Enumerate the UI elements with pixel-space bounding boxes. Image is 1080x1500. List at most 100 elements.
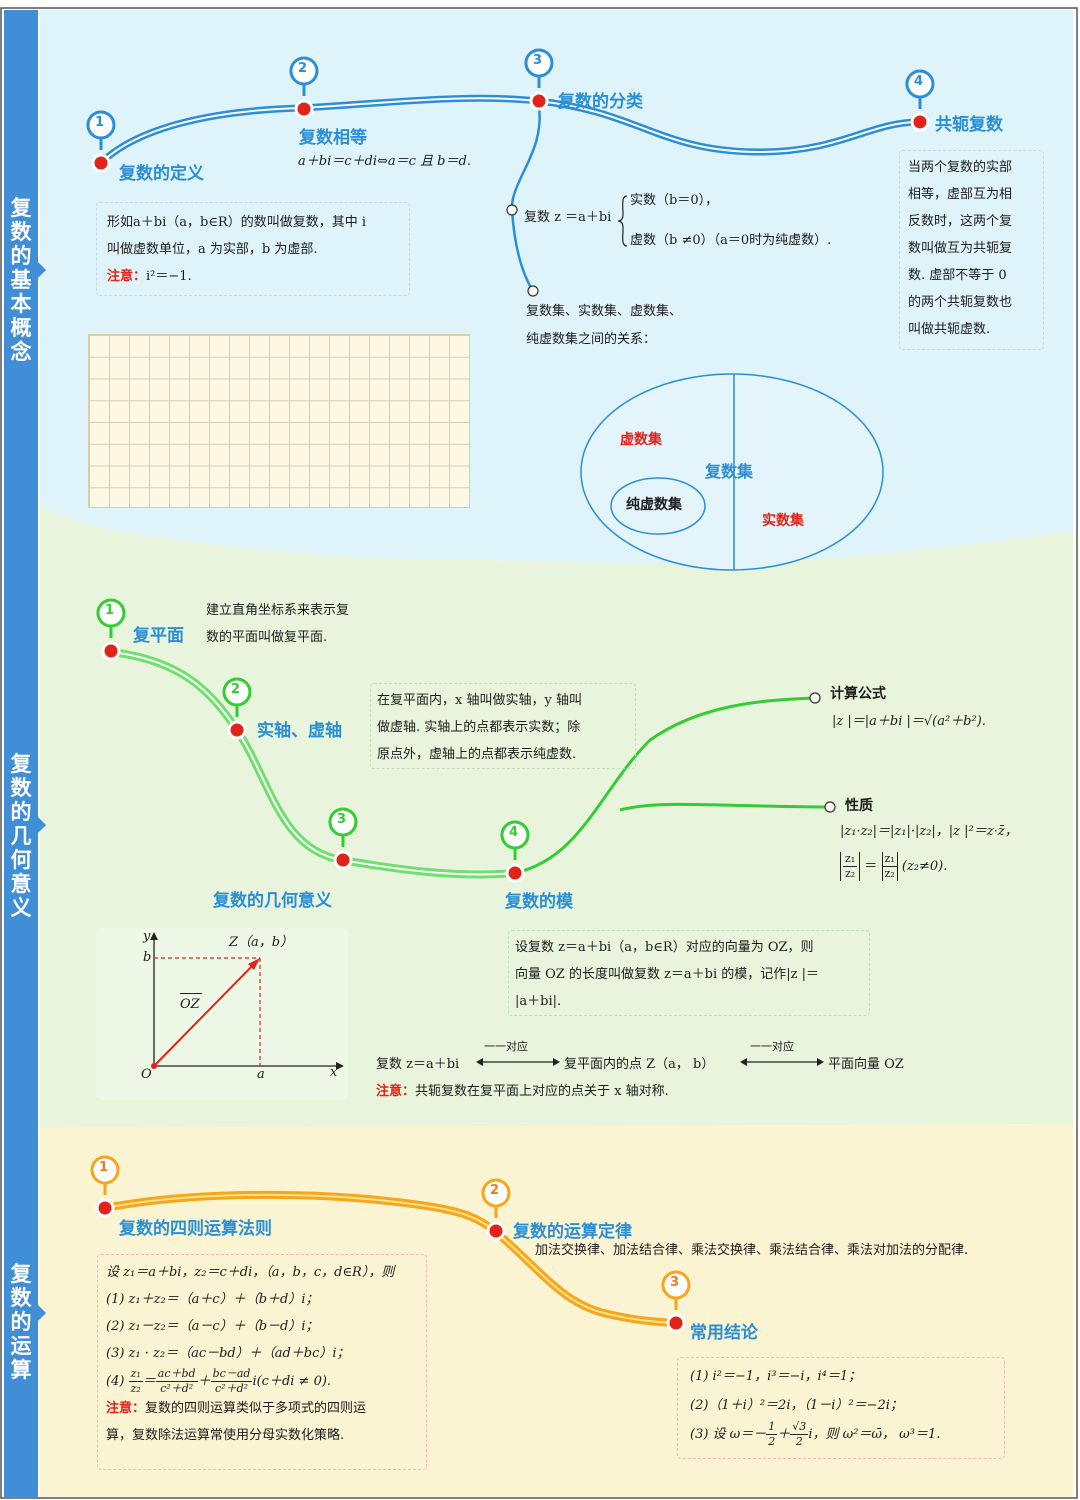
venn-complex-label: 复数集 bbox=[705, 462, 754, 481]
section3-curve bbox=[101, 1190, 680, 1327]
venn-imaginary-label: 虚数集 bbox=[620, 432, 662, 448]
plane-description: 数的平面叫做复平面. bbox=[206, 630, 328, 645]
pin-number: 1 bbox=[105, 603, 115, 618]
property-title: 性质 bbox=[845, 798, 873, 814]
calc-formula-title: 计算公式 bbox=[830, 686, 886, 702]
operations-box: 设 z₁＝a＋bi，z₂＝c＋di，（a，b，c，d∈R），则 (1) z₁＋z… bbox=[97, 1254, 427, 1470]
map-arrow-label: 一一对应 bbox=[750, 1040, 794, 1053]
note-label: 注意： bbox=[106, 1401, 146, 1416]
node-title-classification: 复数的分类 bbox=[558, 92, 643, 112]
pin-number: 2 bbox=[298, 61, 308, 76]
classification-imaginary: 虚数（b ≠0）（a＝0时为纯虚数）. bbox=[630, 233, 832, 248]
map-arrow-label: 一一对应 bbox=[484, 1040, 528, 1053]
modulus-line: |a＋bi|. bbox=[515, 994, 562, 1009]
classification-lead: 复数 z ＝a＋bi bbox=[524, 210, 612, 225]
operation-subtract: (2) z₁－z₂＝（a－c）＋（b－d）i； bbox=[106, 1319, 319, 1334]
pin-number: 3 bbox=[533, 53, 543, 68]
note-label: 注意： bbox=[376, 1084, 416, 1099]
graph-x-label: x bbox=[330, 1065, 338, 1080]
sidebar-section-geometric-meaning: 复数的几何意义 bbox=[10, 752, 32, 920]
equality-rule: a＋bi＝c＋di⇔a＝c 且 b＝d. bbox=[298, 154, 471, 169]
conjugate-line: 叫做共轭虚数. bbox=[908, 322, 991, 337]
graph-point-label: Z（a，b） bbox=[229, 935, 294, 950]
conjugate-line: 数. 虚部不等于 0 bbox=[908, 268, 1007, 283]
map-point: 复平面内的点 Z（a， b） bbox=[564, 1057, 715, 1072]
relation-line: 纯虚数集之间的关系： bbox=[526, 332, 657, 347]
blank-grid bbox=[88, 334, 470, 508]
vector-arrow-icon bbox=[180, 993, 202, 994]
pin-2-icon bbox=[481, 1178, 511, 1241]
pin-1-icon bbox=[86, 110, 116, 173]
node-title-axes: 实轴、虚轴 bbox=[257, 721, 342, 741]
conclusion-line: (1) i²＝−1，i³＝−i，i⁴＝1； bbox=[690, 1369, 862, 1384]
operation-add: (1) z₁＋z₂＝（a＋c）＋（b＋d）i； bbox=[106, 1292, 319, 1307]
classification-real: 实数（b＝0）， bbox=[630, 193, 719, 208]
operation-divide-lead: (4) bbox=[106, 1374, 125, 1389]
node-title-four-operations: 复数的四则运算法则 bbox=[119, 1219, 272, 1239]
map-complex: 复数 z＝a＋bi bbox=[376, 1057, 460, 1072]
pin-number: 3 bbox=[670, 1275, 680, 1290]
graph-origin-label: O bbox=[141, 1067, 152, 1082]
node-title-complex-equality: 复数相等 bbox=[299, 128, 367, 148]
brace-icon bbox=[617, 195, 628, 247]
operation-divide-tail: i(c＋di ≠ 0). bbox=[252, 1374, 332, 1389]
conjugate-line: 数叫做互为共轭复 bbox=[908, 241, 1013, 256]
pin-4-icon bbox=[905, 69, 935, 132]
operations-intro: 设 z₁＝a＋bi，z₂＝c＋di，（a，b，c，d∈R），则 bbox=[106, 1265, 395, 1280]
graph-a-label: a bbox=[257, 1067, 265, 1082]
axes-line: 做虚轴. 实轴上的点都表示实数；除 bbox=[377, 720, 581, 735]
conjugate-line: 相等，虚部互为相 bbox=[908, 187, 1013, 202]
axes-line: 原点外，虚轴上的点都表示纯虚数. bbox=[377, 747, 577, 762]
property-formula: |z₁·z₂|＝|z₁|·|z₂|，|z |²＝z·z̄， bbox=[840, 824, 1018, 839]
conclusion-lead: (3) 设 ω＝－ bbox=[690, 1427, 767, 1442]
double-arrow-icon bbox=[740, 1058, 824, 1066]
property-formula-tail: (z₂≠0). bbox=[901, 859, 948, 874]
sidebar-section-operations: 复数的运算 bbox=[10, 1262, 32, 1382]
node-title-conjugate: 共轭复数 bbox=[935, 115, 1003, 135]
venn-pure-imaginary-label: 纯虚数集 bbox=[626, 497, 682, 513]
conclusion-line: (2)（1＋i）²＝2i，（1－i）²＝−2i； bbox=[690, 1398, 903, 1413]
node-title-operation-laws: 复数的运算定律 bbox=[513, 1222, 632, 1242]
plane-description: 建立直角坐标系来表示复 bbox=[206, 603, 350, 618]
note-text: 共轭复数在复平面上对应的点关于 x 轴对称. bbox=[415, 1084, 669, 1099]
pin-number: 4 bbox=[914, 74, 924, 89]
pin-number: 1 bbox=[95, 115, 105, 130]
note-text: 复数的四则运算类似于多项式的四则运 bbox=[145, 1401, 367, 1416]
sidebar-section-basic-concepts: 复数的基本概念 bbox=[10, 196, 32, 364]
modulus-line: 设复数 z＝a＋bi（a，b∈R）对应的向量为 OZ，则 bbox=[515, 940, 814, 955]
calc-formula: |z |＝|a＋bi |＝√(a²＋b²). bbox=[832, 714, 986, 729]
map-vector: 平面向量 OZ bbox=[828, 1057, 904, 1072]
pin-number: 2 bbox=[231, 682, 241, 697]
pin-number: 1 bbox=[99, 1160, 109, 1175]
double-arrow-icon bbox=[476, 1058, 560, 1066]
venn-diagram bbox=[580, 373, 884, 571]
pin-number: 4 bbox=[509, 825, 519, 840]
node-title-complex-plane: 复平面 bbox=[133, 626, 184, 646]
axes-box: 在复平面内，x 轴叫做实轴，y 轴叫 做虚轴. 实轴上的点都表示实数；除 原点外… bbox=[370, 683, 636, 769]
pin-3-icon bbox=[328, 807, 358, 870]
operation-laws: 加法交换律、加法结合律、乘法交换律、乘法结合律、乘法对加法的分配律. bbox=[535, 1243, 969, 1258]
note-text: i²＝−1. bbox=[146, 269, 192, 284]
node-title-modulus: 复数的模 bbox=[505, 892, 573, 912]
pin-3-icon bbox=[524, 48, 554, 111]
definition-box: 形如a＋bi（a，b∈R）的数叫做复数，其中 i 叫做虚数单位，a 为实部，b … bbox=[96, 202, 410, 296]
modulus-line: 向量 OZ 的长度叫做复数 z＝a＋bi 的模，记作|z |＝ bbox=[515, 967, 820, 982]
graph-vector-label: OZ bbox=[180, 997, 200, 1012]
definition-line: 形如a＋bi（a，b∈R）的数叫做复数，其中 i bbox=[107, 215, 367, 230]
pin-number: 2 bbox=[490, 1183, 500, 1198]
pin-number: 3 bbox=[337, 812, 347, 827]
conjugate-line: 反数时，这两个复 bbox=[908, 214, 1013, 229]
pin-4-icon bbox=[500, 820, 530, 883]
pin-1-icon bbox=[96, 598, 126, 661]
conjugate-box: 当两个复数的实部 相等，虚部互为相 反数时，这两个复 数叫做互为共轭复 数. 虚… bbox=[899, 150, 1044, 350]
graph-b-label: b bbox=[143, 950, 152, 965]
node-title-common-conclusions: 常用结论 bbox=[690, 1323, 758, 1343]
venn-real-label: 实数集 bbox=[762, 513, 804, 529]
section2-curve bbox=[107, 648, 836, 879]
modulus-box: 设复数 z＝a＋bi（a，b∈R）对应的向量为 OZ，则 向量 OZ 的长度叫做… bbox=[508, 930, 870, 1016]
definition-line: 叫做虚数单位，a 为实部，b 为虚部. bbox=[107, 242, 318, 257]
axes-line: 在复平面内，x 轴叫做实轴，y 轴叫 bbox=[377, 693, 582, 708]
graph-y-label: y bbox=[143, 929, 151, 944]
